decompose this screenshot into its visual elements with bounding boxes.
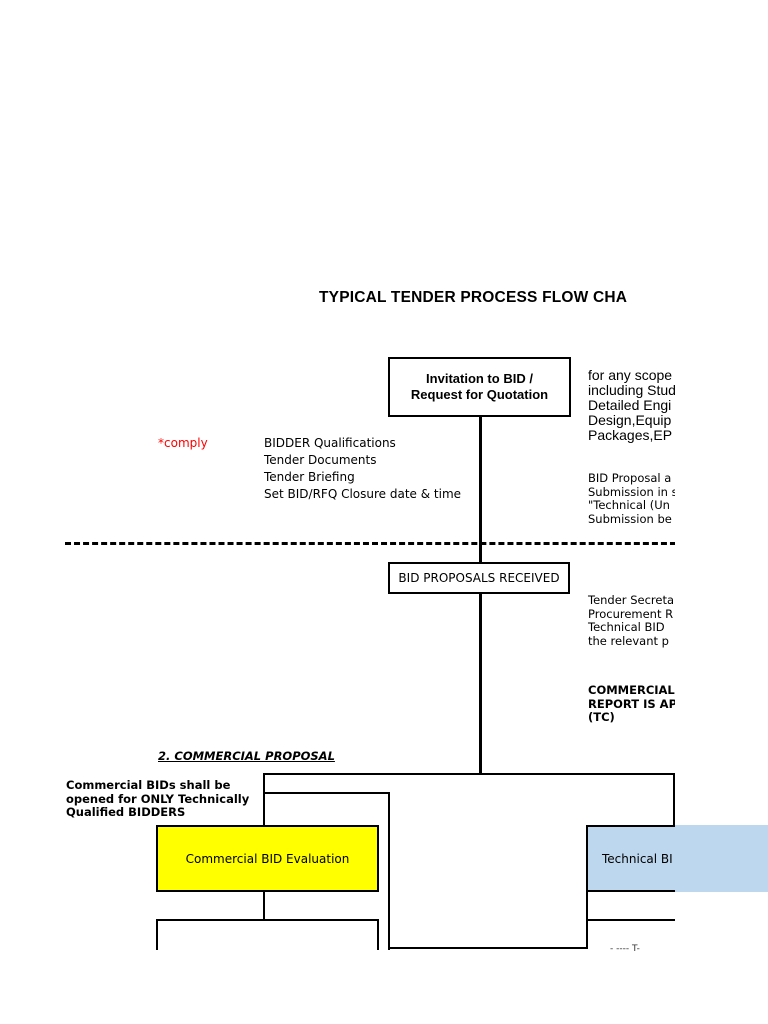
connector-left-drop [263,773,265,825]
next-box-right-edge [377,919,379,950]
tender-secretariat-line: Procurement R [588,606,674,621]
bidder-item: Tender Documents [264,453,377,467]
scope-line: Design,Equip [588,412,672,428]
bid-proposal-line: BID Proposal a [588,471,672,485]
next-box-left-edge [156,919,158,950]
commercial-bid-evaluation-box: Commercial BID Evaluation [156,825,379,892]
connector-bottom-horizontal [388,947,588,949]
bid-proposal-note: BID Proposal a Submission in s "Technica… [588,471,675,526]
connector-inner-vertical [388,792,390,950]
commercial-bids-note: Commercial BIDs shall be opened for ONLY… [66,778,250,820]
connector-inner-horizontal [263,792,390,794]
commercial-report-line: REPORT IS APP [588,696,675,711]
commercial-bids-line: Commercial BIDs shall be [66,778,231,792]
scope-line: for any scope [588,367,673,383]
comply-note: *comply [158,436,208,450]
scope-line: including Stud [588,382,675,398]
scope-line: Detailed Engi [588,397,672,413]
commercial-bids-line: opened for ONLY Technically [66,791,250,806]
commercial-report-line: COMMERCIAL [588,683,675,697]
bottom-fragment-text: - ---- T- [610,944,640,954]
invitation-line-1: Invitation to BID / [426,371,533,386]
section-divider [65,542,675,545]
technical-lower-top [586,919,675,921]
tender-secretariat-line: Tender Secreta [588,593,674,607]
bidder-item: Tender Briefing [264,470,355,484]
bid-proposal-line: Submission in s [588,484,675,499]
technical-box-top-edge [586,825,675,827]
next-box-top-edge [156,919,379,921]
invitation-to-bid-box: Invitation to BID / Request for Quotatio… [388,357,571,417]
bidder-item: Set BID/RFQ Closure date & time [264,487,462,501]
bid-proposal-line: "Technical (Un [588,498,670,512]
commercial-bids-line: Qualified BIDDERS [66,805,186,819]
invitation-line-2: Request for Quotation [410,387,549,402]
bid-proposals-received-box: BID PROPOSALS RECEIVED [388,562,570,594]
technical-bid-evaluation-box: Technical BI [586,825,768,892]
connector-horizontal-top [263,773,675,775]
scope-line: Packages,EP [588,427,673,443]
tender-secretariat-note: Tender Secreta Procurement R Technical B… [588,593,674,648]
tender-secretariat-line: Technical BID [588,620,665,634]
technical-box-bottom-edge [586,890,675,892]
commercial-report-note: COMMERCIAL REPORT IS APP (TC) [588,683,675,725]
connector-invite-to-received [479,417,482,562]
bidder-item: BIDDER Qualifications [264,436,396,450]
commercial-proposal-heading: 2. COMMERCIAL PROPOSAL [158,749,335,763]
flowchart-canvas: TYPICAL TENDER PROCESS FLOW CHA Invitati… [65,289,675,954]
connector-received-down [479,594,482,774]
connector-right-drop [673,773,675,825]
scope-note: for any scope including Stud Detailed En… [588,368,675,443]
commercial-report-line: (TC) [588,710,615,724]
tender-secretariat-line: the relevant p [588,633,669,648]
bidder-list: BIDDER Qualifications Tender Documents T… [264,435,461,503]
connector-commercial-down [263,892,265,920]
page-title: TYPICAL TENDER PROCESS FLOW CHA [319,289,628,306]
bid-proposal-line: Submission be [588,511,672,526]
